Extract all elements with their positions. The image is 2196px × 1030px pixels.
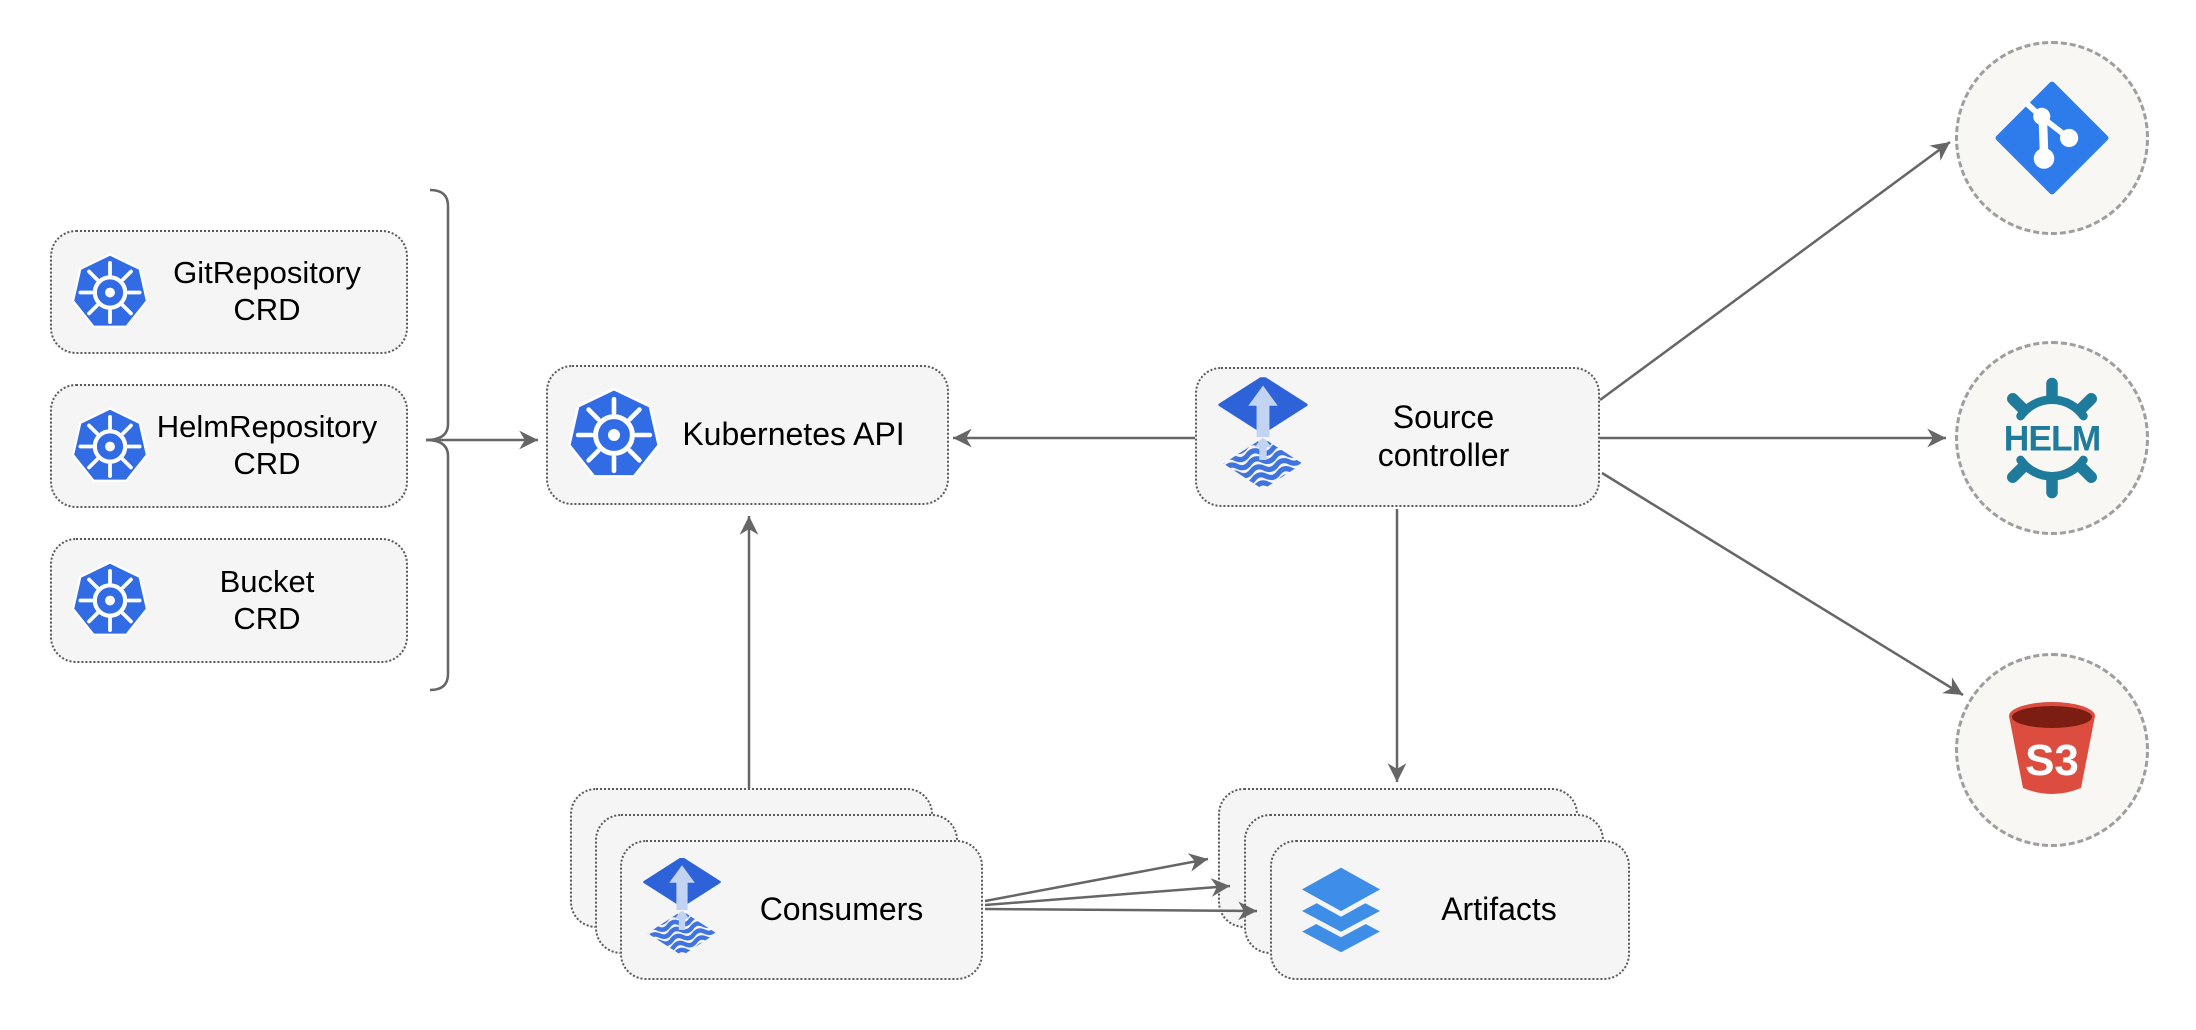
kubernetes-icon <box>72 561 148 640</box>
crd-label-line1: Bucket <box>219 563 315 599</box>
node-git-source <box>1955 41 2149 235</box>
flux-icon <box>642 858 722 962</box>
consumers-label: Consumers <box>759 891 924 928</box>
artifacts-label: Artifacts <box>1441 891 1557 928</box>
crd-group-brace <box>425 188 450 692</box>
s3-logo-text: S3 <box>2025 736 2079 785</box>
kubernetes-icon <box>72 253 148 332</box>
s3-bucket-icon: S3 <box>2009 702 2095 794</box>
arrow-source-controller-to-s3 <box>1601 471 1964 697</box>
source-controller-line2: controller <box>1377 437 1510 473</box>
arrow-consumers-to-artifacts-1 <box>984 853 1209 903</box>
node-kubernetes-api: Kubernetes API <box>546 365 949 505</box>
helm-logo-text: HELM <box>2004 418 2100 458</box>
arrow-source-controller-to-git <box>1599 140 1951 402</box>
node-artifacts: Artifacts <box>1270 840 1630 980</box>
git-icon <box>1995 81 2109 195</box>
layers-icon <box>1292 861 1390 959</box>
source-controller-label: Source controller <box>1309 399 1578 475</box>
node-consumers: Consumers <box>620 840 983 980</box>
node-helmrepository-crd: HelmRepository CRD <box>50 384 408 508</box>
node-s3-source: S3 <box>1955 653 2149 847</box>
node-label: HelmRepository CRD <box>148 409 386 482</box>
source-controller-line1: Source <box>1392 399 1495 436</box>
crd-label-line2: CRD <box>233 600 301 636</box>
helm-icon: HELM <box>2004 377 2101 499</box>
kubernetes-icon <box>568 387 660 483</box>
kubernetes-api-label: Kubernetes API <box>682 416 905 453</box>
flux-icon <box>1217 377 1309 497</box>
node-label: Bucket CRD <box>148 564 386 637</box>
crd-label-line1: HelmRepository <box>156 409 378 445</box>
node-helm-source: HELM <box>1955 341 2149 535</box>
arrow-consumers-to-artifacts-3 <box>984 901 1258 921</box>
crd-label-line1: GitRepository <box>173 255 361 291</box>
arrow-consumers-to-artifacts-2 <box>984 878 1231 907</box>
node-label: GitRepository CRD <box>148 255 386 328</box>
node-source-controller: Source controller <box>1195 367 1600 507</box>
node-bucket-crd: Bucket CRD <box>50 538 408 663</box>
crd-label-line2: CRD <box>233 292 301 327</box>
node-gitrepository-crd: GitRepository CRD <box>50 230 408 354</box>
kubernetes-icon <box>72 407 148 486</box>
crd-label-line2: CRD <box>233 446 301 481</box>
